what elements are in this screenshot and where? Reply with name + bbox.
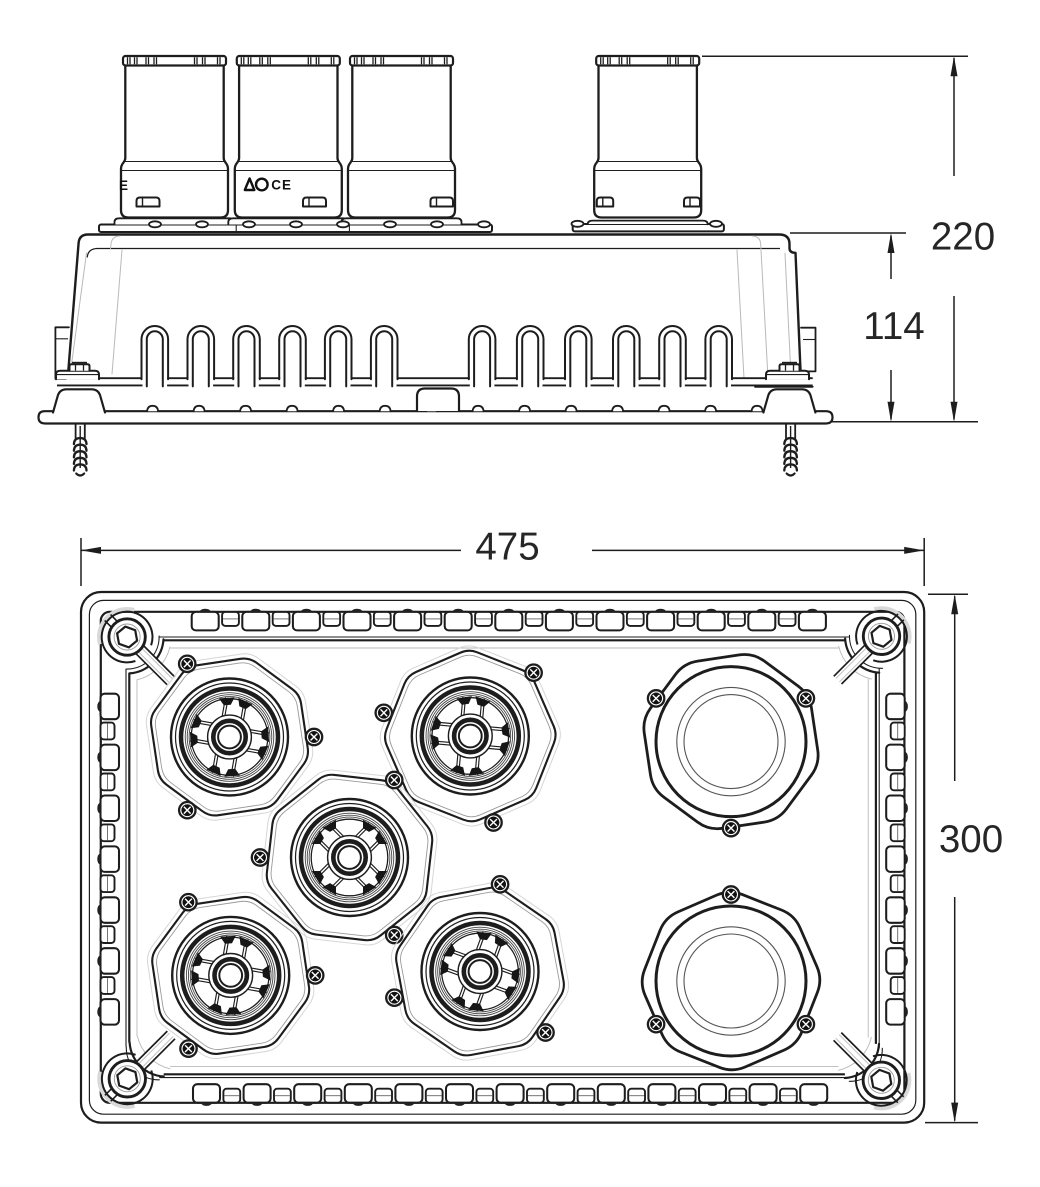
svg-text:114: 114 <box>863 305 924 348</box>
svg-text:CE: CE <box>271 178 292 193</box>
svg-text:475: 475 <box>475 526 539 569</box>
svg-text:220: 220 <box>931 216 995 259</box>
svg-text:E: E <box>119 178 128 193</box>
svg-text:300: 300 <box>939 818 1003 861</box>
